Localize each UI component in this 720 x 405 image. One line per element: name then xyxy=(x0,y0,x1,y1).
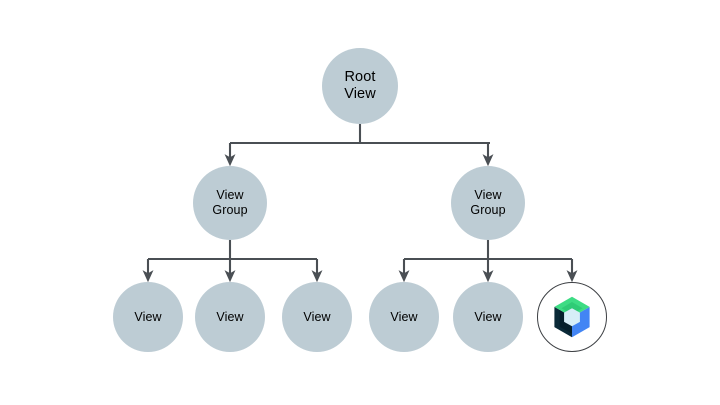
node-view-group-right[interactable]: View Group xyxy=(451,166,525,240)
node-view-5-label: View xyxy=(474,309,502,324)
node-compose-view[interactable] xyxy=(537,282,607,352)
node-root-view[interactable]: Root View xyxy=(322,48,398,124)
node-root-view-label: Root View xyxy=(344,68,376,102)
node-view-group-left-label: View Group xyxy=(212,188,248,217)
node-view-4[interactable]: View xyxy=(369,282,439,352)
node-view-3-label: View xyxy=(303,309,331,324)
node-view-group-left[interactable]: View Group xyxy=(193,166,267,240)
node-view-group-right-label: View Group xyxy=(470,188,506,217)
node-view-3[interactable]: View xyxy=(282,282,352,352)
node-view-1[interactable]: View xyxy=(113,282,183,352)
node-view-2-label: View xyxy=(216,309,244,324)
node-view-4-label: View xyxy=(390,309,418,324)
node-view-2[interactable]: View xyxy=(195,282,265,352)
node-view-1-label: View xyxy=(134,309,162,324)
node-view-5[interactable]: View xyxy=(453,282,523,352)
jetpack-compose-logo-icon xyxy=(554,296,590,338)
